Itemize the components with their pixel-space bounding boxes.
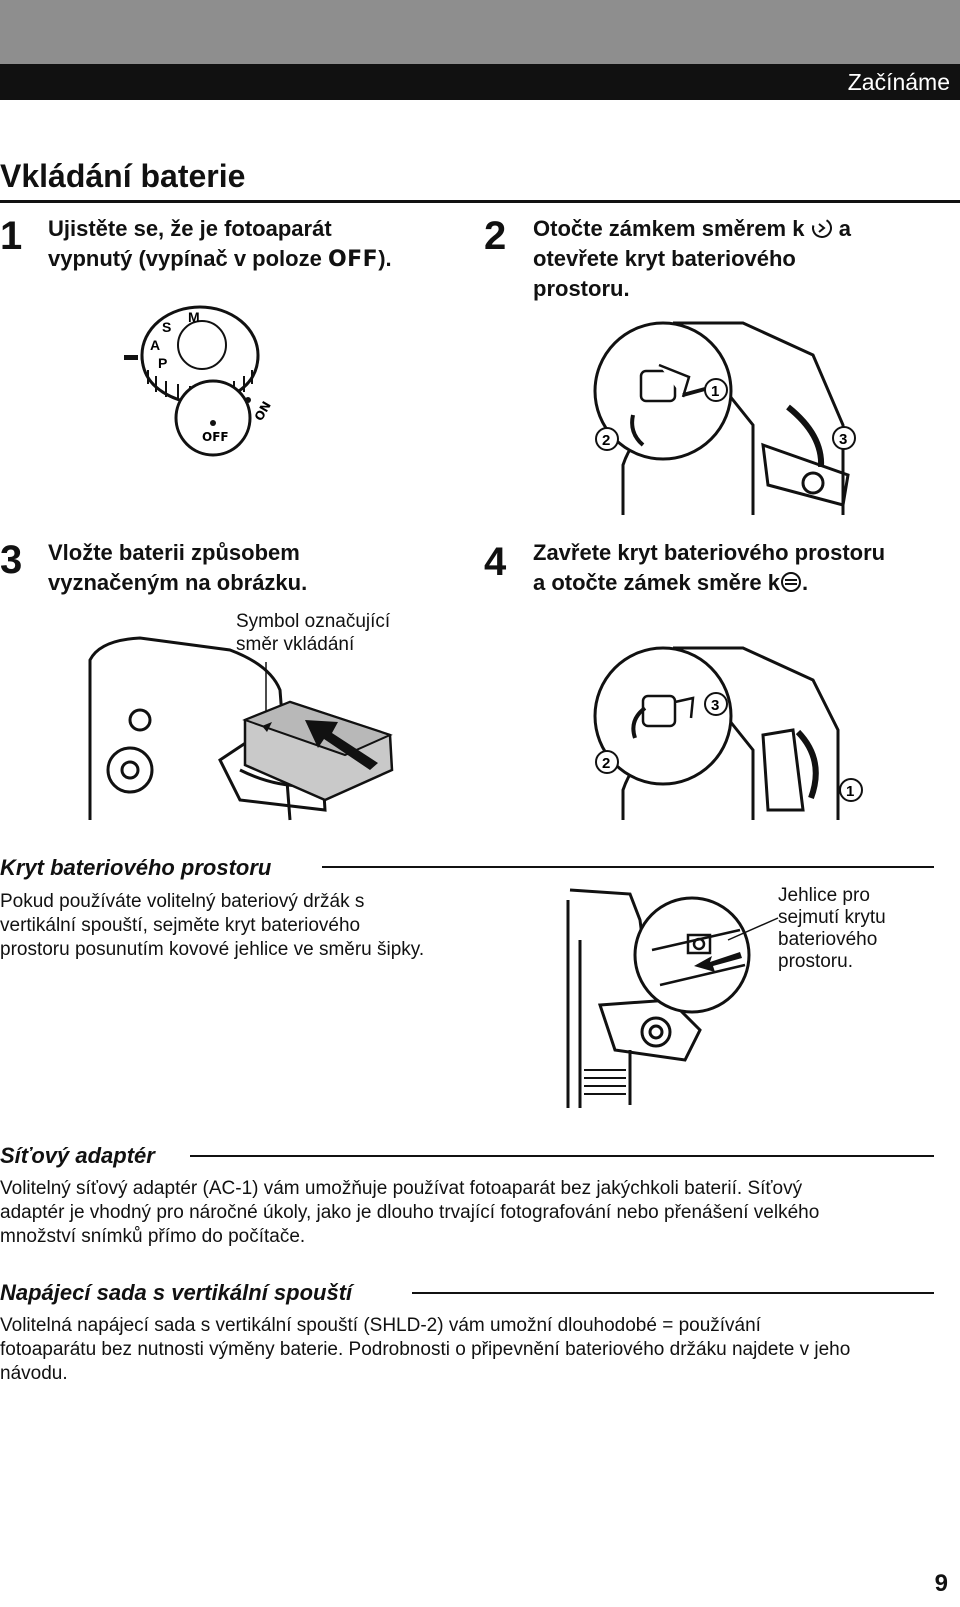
step-1-line2: vypnutý (vypínač v poloze OFF). — [48, 246, 392, 272]
power-pack-rule — [412, 1292, 934, 1294]
cover-removal-illustration — [566, 888, 779, 1108]
pin-label: Jehlice pro sejmutí krytu bateriového pr… — [778, 885, 886, 972]
page-title: Vkládání baterie — [0, 158, 246, 194]
mode-dial-illustration: M S A P OFF ON — [124, 305, 274, 457]
dial-letter-p: P — [158, 355, 167, 371]
svg-text:2: 2 — [602, 432, 610, 449]
step-2-line3: prostoru. — [533, 276, 630, 301]
step-4-line2: a otočte zámek směre k. — [533, 570, 809, 595]
cover-pin — [651, 928, 746, 987]
lock-lever — [639, 363, 691, 403]
svg-text:2: 2 — [602, 755, 610, 772]
svg-text:3: 3 — [839, 431, 847, 448]
power-pack-paragraph: Volitelná napájecí sada s vertikální spo… — [0, 1315, 851, 1384]
off-label: OFF — [202, 430, 229, 444]
on-dot — [245, 397, 251, 403]
dial-letter-s: S — [162, 319, 171, 335]
step-2-number: 2 — [484, 214, 506, 258]
page-number: 9 — [934, 1570, 948, 1597]
step-1-text: Ujistěte se, že je fotoaparát vypnutý (v… — [48, 214, 392, 275]
battery-cover-paragraph: Pokud používáte volitelný bateriový držá… — [0, 891, 425, 960]
ac-adapter-heading: Síťový adaptér — [0, 1143, 155, 1168]
lock-symbol-icon — [781, 572, 802, 592]
step-4-callout-3: 3 — [704, 692, 728, 716]
open-arrow — [786, 404, 825, 468]
lock-lever-step4 — [641, 694, 695, 728]
slide-pin-arrow — [694, 952, 742, 972]
step-3-number: 3 — [0, 538, 22, 582]
dial-index-mark — [124, 355, 138, 360]
battery-pack — [242, 700, 394, 802]
rotate-arrow — [630, 414, 645, 447]
top-gray-bar — [0, 0, 960, 64]
section-header-bar: Začínáme — [0, 64, 960, 100]
step-4-callout-2: 2 — [595, 750, 619, 774]
unlock-symbol-icon — [811, 218, 832, 238]
step-4-number: 4 — [484, 540, 506, 584]
svg-text:3: 3 — [711, 697, 719, 714]
insertion-symbol-label: Symbol označující směr vkládání — [236, 611, 391, 655]
section-label: Začínáme — [847, 69, 950, 95]
step-4-cover-close-illustration: 3 2 1 — [593, 646, 863, 820]
svg-text:1: 1 — [846, 783, 854, 800]
insert-arrow — [305, 720, 378, 770]
step-3-line1: Vložte baterii způsobem — [48, 540, 300, 565]
rotate-back-arrow — [631, 706, 647, 739]
step-4-callout-1: 1 — [839, 778, 863, 802]
insertion-symbol-mark — [262, 722, 272, 732]
step-4-line1: Zavřete kryt bateriového prostoru — [533, 540, 886, 565]
step-4-text: Zavřete kryt bateriového prostoru a otoč… — [533, 538, 885, 598]
step-2-callout-2: 2 — [595, 427, 619, 451]
svg-text:1: 1 — [711, 383, 719, 400]
step-2-cover-open-illustration: 1 2 3 — [593, 321, 856, 515]
pin-leader-line — [727, 917, 779, 941]
slide-arrow — [682, 387, 706, 397]
dial-letter-a: A — [150, 337, 160, 353]
step-1-line1: Ujistěte se, že je fotoaparát — [48, 216, 332, 241]
step-1-number: 1 — [0, 214, 22, 258]
step-2-text: Otočte zámkem směrem k a otevřete kryt b… — [533, 214, 851, 304]
step-2-callout-3: 3 — [832, 426, 856, 450]
step-2-line1: Otočte zámkem směrem k a — [533, 216, 851, 241]
off-switch-zoom-circle — [174, 379, 252, 457]
ac-adapter-paragraph: Volitelný síťový adaptér (AC-1) vám umož… — [0, 1178, 820, 1247]
camera-bottom-outline — [566, 888, 702, 1108]
step-2-line2: otevřete kryt bateriového — [533, 246, 796, 271]
off-word: OFF — [327, 247, 379, 272]
close-arrow — [795, 729, 819, 800]
off-dot — [210, 420, 216, 426]
step-3-battery-insertion-illustration — [88, 636, 394, 821]
step-3-text: Vložte baterii způsobem vyznačeným na ob… — [48, 538, 307, 598]
step-3-line2: vyznačeným na obrázku. — [48, 570, 308, 595]
power-pack-heading: Napájecí sada s vertikální spouští — [0, 1280, 353, 1305]
step-2-callout-1: 1 — [704, 378, 728, 402]
dial-letter-m: M — [188, 309, 200, 325]
on-label: ON — [252, 399, 274, 424]
ac-adapter-rule — [190, 1155, 934, 1157]
battery-cover-heading: Kryt bateriového prostoru — [0, 855, 272, 880]
battery-cover-rule — [322, 866, 934, 868]
title-rule — [0, 200, 960, 203]
grip-vents — [584, 1069, 626, 1095]
